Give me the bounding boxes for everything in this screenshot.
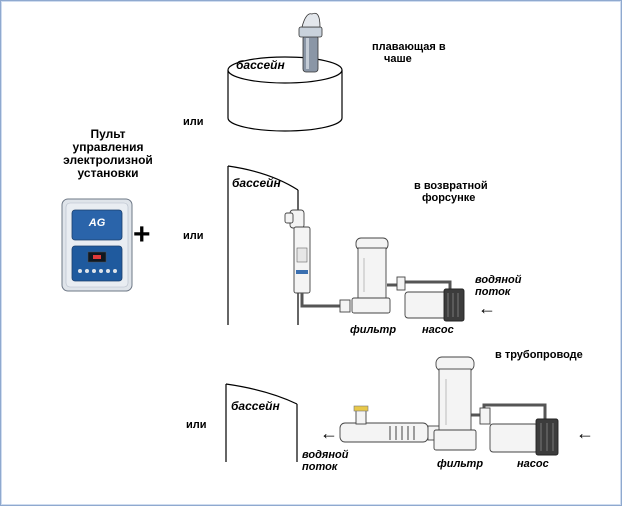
pool-bottom bbox=[225, 383, 298, 462]
floating-caption-line: чаше bbox=[384, 53, 412, 65]
controller-label-line: управления bbox=[72, 140, 144, 154]
floating-caption: плавающая в чаше bbox=[372, 41, 446, 65]
water-flow-label-middle: водяной поток bbox=[475, 274, 521, 298]
controller-label-line: установки bbox=[77, 166, 139, 180]
filter-bottom-icon bbox=[433, 356, 477, 451]
controller-label-line: электролизной bbox=[63, 153, 153, 167]
controller-label-line: Пульт bbox=[90, 127, 126, 141]
pump-middle-icon bbox=[396, 276, 465, 322]
filter-label-bottom: фильтр bbox=[437, 458, 484, 470]
controller-badge: AG bbox=[88, 217, 106, 229]
filter-middle-icon bbox=[351, 237, 391, 314]
flow-arrow-middle-icon: ← bbox=[478, 298, 496, 318]
water-flow-label-line: поток bbox=[302, 461, 338, 473]
return-nozzle-caption-line: в возвратной bbox=[414, 180, 488, 192]
floating-caption-line: плавающая в bbox=[372, 41, 446, 53]
pool-label-floating: бассейн bbox=[236, 58, 285, 72]
pool-label-pipeline: бассейн bbox=[231, 399, 280, 413]
return-nozzle-caption: в возвратной форсунке bbox=[414, 180, 488, 204]
pipeline-chlorinator-icon bbox=[339, 405, 441, 443]
filter-label-middle: фильтр bbox=[350, 324, 397, 336]
or-label-pipeline: или bbox=[186, 419, 207, 431]
pipeline-caption: в трубопроводе bbox=[495, 349, 583, 361]
controller-unit-icon bbox=[61, 198, 133, 292]
pump-label-bottom: насос bbox=[517, 458, 549, 470]
return-nozzle-caption-line: форсунке bbox=[422, 192, 476, 204]
water-flow-label-bottom: водяной поток bbox=[302, 449, 348, 473]
water-flow-label-line: водяной bbox=[475, 274, 522, 286]
water-flow-label-line: поток bbox=[475, 286, 511, 298]
pump-label-middle: насос bbox=[422, 324, 454, 336]
flow-arrow-out-icon: ← bbox=[320, 423, 338, 443]
controller-label: Пульт управления электролизной установки bbox=[52, 128, 164, 180]
water-flow-label-line: водяной bbox=[302, 449, 349, 461]
return-nozzle-icon bbox=[284, 209, 311, 294]
plus-sign: + bbox=[133, 218, 151, 251]
or-label-floating: или bbox=[183, 116, 204, 128]
pump-bottom-icon bbox=[479, 407, 559, 456]
floating-chlorinator-icon bbox=[298, 12, 323, 73]
flow-arrow-in-icon: ← bbox=[576, 423, 594, 443]
pool-label-return-nozzle: бассейн bbox=[232, 176, 281, 190]
or-label-return-nozzle: или bbox=[183, 230, 204, 242]
